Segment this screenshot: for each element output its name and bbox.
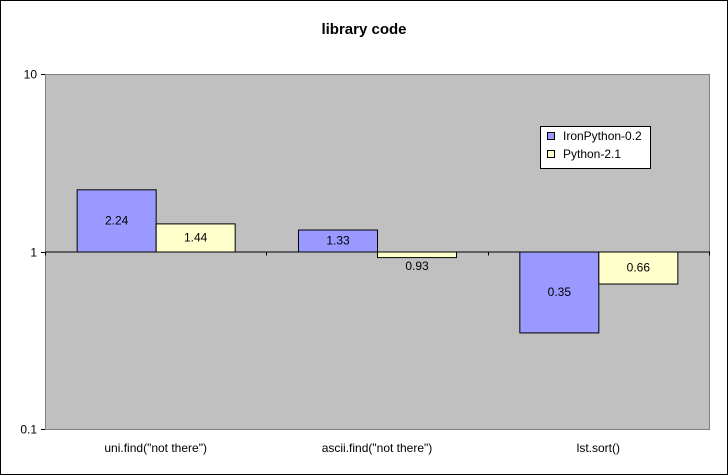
chart-title: library code — [321, 21, 406, 38]
category-label-1: uni.find("not there") — [104, 441, 207, 455]
data-label-python-3: 0.66 — [627, 261, 651, 275]
category-label-2: ascii.find("not there") — [322, 441, 433, 455]
data-label-ironpython-2: 1.33 — [326, 234, 350, 248]
data-label-python-1: 1.44 — [184, 230, 208, 244]
legend-box — [540, 126, 651, 169]
y-tick-label-0: 0.1 — [20, 423, 37, 437]
bar-python-1 — [155, 223, 236, 253]
y-tick-label-2: 10 — [24, 68, 38, 82]
data-label-python-2: 0.93 — [405, 259, 429, 273]
category-label-3: lst.sort() — [577, 441, 620, 455]
bars-layer — [76, 189, 679, 334]
axis-layer: 0.1 1 10 — [20, 68, 710, 437]
data-labels-layer: 2.24 1.44 uni.find("not there") 1.33 0.93 asc… — [104, 213, 650, 455]
bar-ironpython-3 — [519, 251, 600, 334]
legend-swatch-python — [547, 150, 555, 158]
y-tick-label-1: 1 — [30, 246, 37, 260]
bar-python-2 — [377, 251, 457, 259]
data-label-ironpython-3: 0.35 — [548, 285, 572, 299]
bar-ironpython-1 — [76, 189, 157, 253]
legend-label-ironpython: IronPython-0.2 — [563, 129, 642, 143]
legend-swatch-ironpython — [547, 132, 555, 140]
legend-label-python: Python-2.1 — [563, 147, 621, 161]
data-label-ironpython-1: 2.24 — [105, 213, 129, 227]
